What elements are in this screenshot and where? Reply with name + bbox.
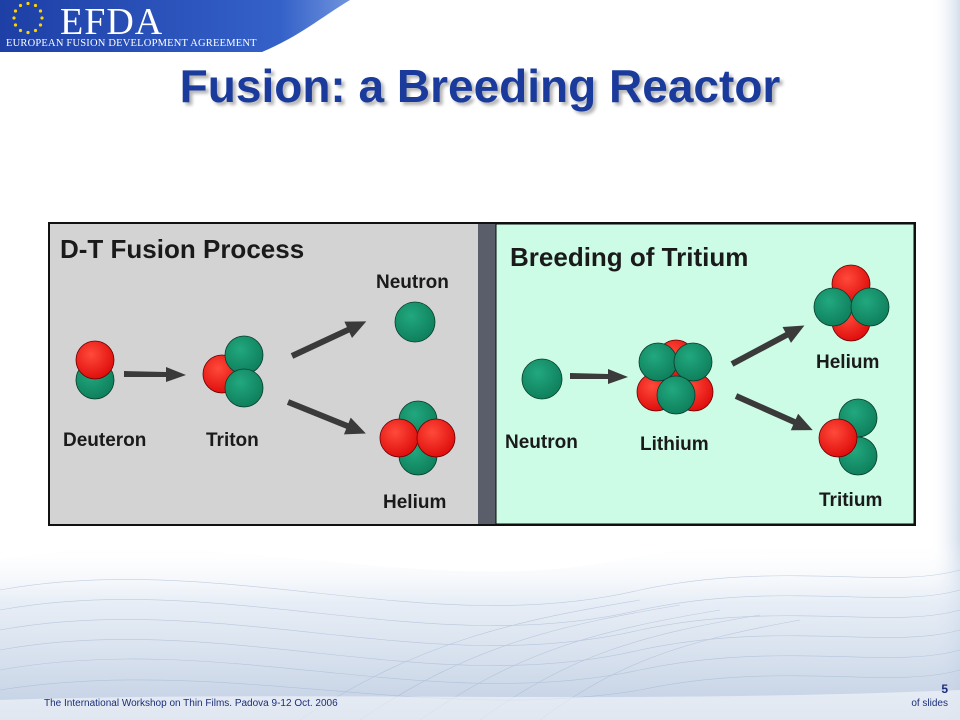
arrow-to-tritium-right <box>734 393 813 431</box>
left-panel-background <box>50 224 478 524</box>
arrow-to-helium-left <box>286 399 366 435</box>
eu-stars-icon <box>12 1 44 35</box>
label-helium-left: Helium <box>383 492 447 513</box>
helium-nucleus-left <box>379 400 456 476</box>
left-panel-title: D-T Fusion Process <box>60 234 305 264</box>
right-panel-title: Breeding of Tritium <box>510 242 749 272</box>
footer-conference: The International Workshop on Thin Films… <box>44 698 338 709</box>
arrow-to-neutron-left <box>290 321 367 359</box>
arrow-to-helium-right <box>730 325 805 367</box>
lithium-nucleus <box>636 339 714 415</box>
triton-nucleus <box>202 335 264 408</box>
label-neutron-right: Neutron <box>505 432 578 453</box>
fusion-diagram: D-T Fusion Process Deuteron Triton Neutr… <box>48 222 916 528</box>
efda-logo-banner: EFDA EUROPEAN FUSION DEVELOPMENT AGREEME… <box>0 0 360 52</box>
logo-banner-background <box>0 0 350 52</box>
label-lithium: Lithium <box>640 434 709 455</box>
deuteron-nucleus <box>75 340 115 400</box>
label-tritium: Tritium <box>819 490 883 511</box>
logo-subtitle: EUROPEAN FUSION DEVELOPMENT AGREEMENT <box>6 38 257 49</box>
label-triton: Triton <box>206 430 259 451</box>
helium-nucleus-right <box>813 264 890 342</box>
diagram-graphics <box>48 222 916 526</box>
label-deuteron: Deuteron <box>63 430 147 451</box>
logo-text: EFDA <box>60 1 164 43</box>
label-helium-right: Helium <box>816 352 880 373</box>
of-slides-label: of slides <box>911 698 948 709</box>
slide-title: Fusion: a Breeding Reactor <box>179 60 781 112</box>
panel-divider <box>478 224 496 524</box>
arrow-deuteron-to-triton <box>124 367 186 382</box>
neutron-particle-left <box>394 301 436 343</box>
slide-number: 5 <box>941 682 948 696</box>
label-neutron-left: Neutron <box>376 272 449 293</box>
neutron-particle-right <box>521 358 563 400</box>
arrow-neutron-to-lithium <box>570 369 628 384</box>
tritium-nucleus <box>818 398 878 476</box>
